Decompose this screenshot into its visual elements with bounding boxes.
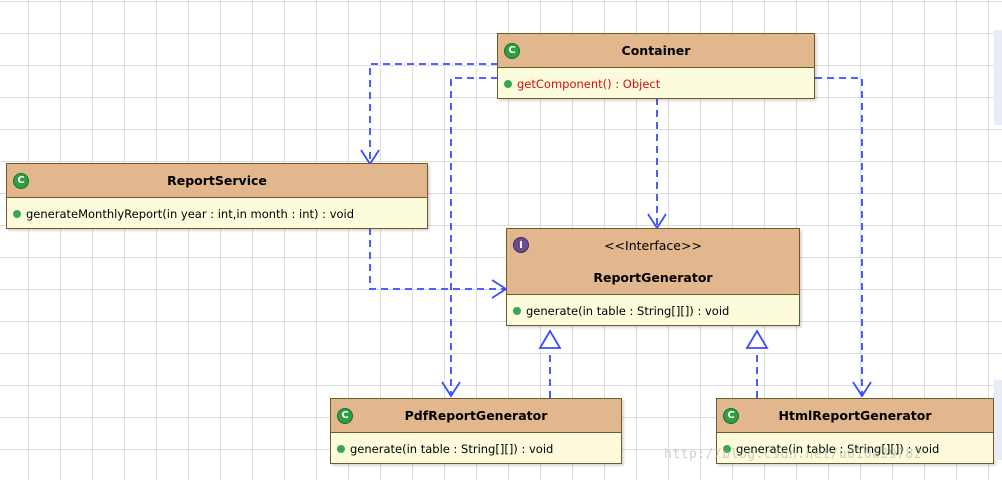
class-container[interactable]: C Container getComponent() : Object [497,33,815,99]
dep-container-html [815,77,863,396]
dep-reportservice-reportgenerator [369,228,506,290]
method-row: generate(in table : String[][]) : void [717,433,993,464]
class-name: PdfReportGenerator [404,408,548,423]
scrollbar-track[interactable] [994,30,1002,125]
method-signature: getComponent() : Object [517,76,661,91]
public-method-icon [723,444,731,453]
interface-reportgenerator[interactable]: I <<Interface>> ReportGenerator generate… [506,228,800,326]
method-signature: generateMonthlyReport(in year : int,in m… [26,206,355,221]
method-row: generate(in table : String[][]) : void [507,295,799,326]
arrowhead-html [852,381,872,398]
method-row: generate(in table : String[][]) : void [331,433,621,464]
class-reportservice[interactable]: C ReportService generateMonthlyReport(in… [6,163,428,229]
dep-container-reportservice [369,63,498,162]
method-row: getComponent() : Object [498,68,814,99]
class-name: HtmlReportGenerator [778,408,932,423]
method-signature: generate(in table : String[][]) : void [736,441,940,456]
class-header: I <<Interface>> ReportGenerator [507,229,799,295]
class-icon: C [723,407,739,424]
class-name: Container [621,43,691,58]
method-signature: generate(in table : String[][]) : void [526,303,730,318]
class-header: C HtmlReportGenerator [717,399,993,433]
public-method-icon [513,306,521,315]
public-method-icon [337,444,345,453]
arrowhead-pdf [441,381,461,398]
realize-triangle-html [745,329,769,349]
class-pdfreportgenerator[interactable]: C PdfReportGenerator generate(in table :… [330,398,622,464]
class-icon: C [13,172,29,189]
method-signature: generate(in table : String[][]) : void [350,441,554,456]
stereotype-label: <<Interface>> [604,237,702,253]
method-row: generateMonthlyReport(in year : int,in m… [7,198,427,229]
class-htmlreportgenerator[interactable]: C HtmlReportGenerator generate(in table … [716,398,994,464]
class-icon: C [337,407,353,424]
dep-container-pdf [450,77,498,396]
public-method-icon [504,79,512,88]
interface-icon: I [513,237,529,253]
class-header: C PdfReportGenerator [331,399,621,433]
realize-triangle-pdf [538,329,562,349]
public-method-icon [13,209,21,218]
class-header: C ReportService [7,164,427,198]
scrollbar-track-lower[interactable] [994,380,1002,460]
class-name: ReportService [167,173,267,188]
watermark: http://blog.csdn.net/u010839782 [664,447,923,462]
class-icon: C [504,42,520,59]
class-name: ReportGenerator [593,270,713,286]
class-header: C Container [498,34,814,68]
